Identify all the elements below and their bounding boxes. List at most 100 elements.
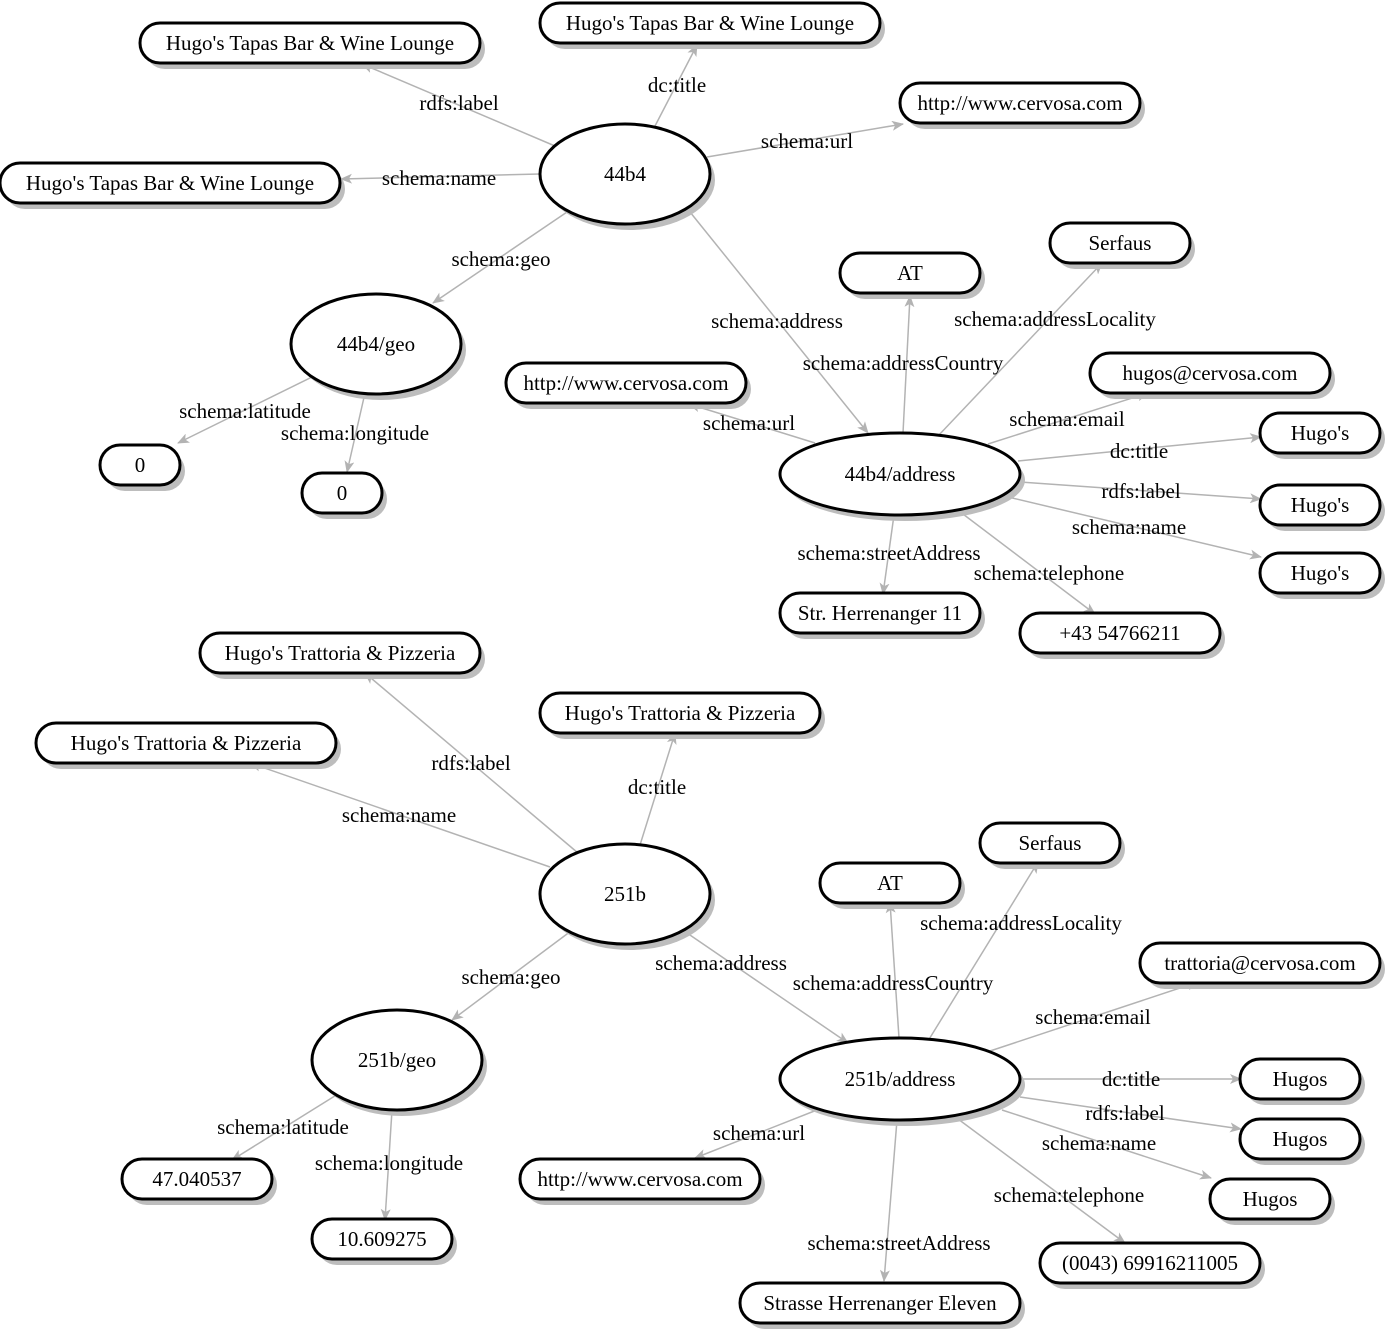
edge-44b4addr-telephone: [954, 507, 1096, 615]
node-label: 44b4/geo: [337, 332, 415, 356]
edge-44b4addr-url: [688, 402, 816, 444]
node-label: 251b: [604, 882, 646, 906]
node-label: AT: [877, 871, 903, 895]
literal-node-251b-dc-title[interactable]: Hugo's Trattoria & Pizzeria: [538, 691, 825, 739]
edge-44b4-url: [706, 120, 904, 158]
node-label: 44b4: [604, 162, 647, 186]
literal-node-251b-name[interactable]: Hugo's Trattoria & Pizzeria: [34, 721, 341, 769]
node-label: Hugo's Trattoria & Pizzeria: [565, 701, 796, 725]
node-label: Hugo's Tapas Bar & Wine Lounge: [166, 31, 454, 55]
literal-node-44b4-name[interactable]: Hugo's Tapas Bar & Wine Lounge: [0, 161, 345, 209]
edge-251baddr-locality: [927, 861, 1039, 1042]
edge-251baddr-name: [1001, 1109, 1212, 1180]
edge-label-name: schema:name: [382, 166, 496, 190]
literal-node-251baddr-url[interactable]: http://www.cervosa.com: [518, 1157, 765, 1205]
literal-node-251b-rdfs-label[interactable]: Hugo's Trattoria & Pizzeria: [198, 631, 485, 679]
edge-44b4-name: [340, 173, 541, 184]
edges-44b4: [177, 44, 1262, 615]
edge-251baddr-country: [885, 901, 900, 1039]
literal-node-251baddr-dctitle[interactable]: Hugos: [1238, 1057, 1365, 1105]
edge-251baddr-street: [879, 1119, 898, 1282]
edge-label-address-country: schema:addressCountry: [793, 971, 994, 995]
edge-44b4addr-rdfs: [1019, 481, 1262, 504]
literal-node-251baddr-name[interactable]: Hugos: [1208, 1177, 1335, 1225]
node-label: (0043) 69916211005: [1062, 1251, 1238, 1275]
node-label: Hugo's: [1291, 421, 1350, 445]
edge-label-rdfs-label: rdfs:label: [431, 751, 510, 775]
edge-label-url: schema:url: [713, 1121, 805, 1145]
edge-label-latitude: schema:latitude: [179, 399, 311, 423]
edge-label-latitude: schema:latitude: [217, 1115, 349, 1139]
edge-label-street-address: schema:streetAddress: [797, 541, 980, 565]
edge-251b-rdfs-label: [364, 672, 579, 854]
literal-node-44b4addr-email[interactable]: hugos@cervosa.com: [1088, 351, 1335, 399]
literal-node-44b4-latitude[interactable]: 0: [98, 443, 185, 491]
edge-251b-name: [249, 761, 551, 868]
literal-node-251baddr-email[interactable]: trattoria@cervosa.com: [1138, 941, 1385, 989]
literal-node-251b-latitude[interactable]: 47.040537: [120, 1157, 277, 1205]
edge-44b4addr-name: [1007, 496, 1262, 560]
node-label: +43 54766211: [1059, 621, 1180, 645]
node-label: Str. Herrenanger 11: [798, 601, 962, 625]
resource-node-251b[interactable]: 251b: [538, 842, 715, 950]
resource-node-251b-geo[interactable]: 251b/geo: [310, 1008, 487, 1116]
node-label: http://www.cervosa.com: [537, 1167, 742, 1191]
literal-node-44b4addr-telephone[interactable]: +43 54766211: [1018, 611, 1225, 659]
edge-label-rdfs-label: rdfs:label: [419, 91, 498, 115]
literal-node-44b4-rdfs-label[interactable]: Hugo's Tapas Bar & Wine Lounge: [138, 21, 485, 69]
node-label: Serfaus: [1019, 831, 1082, 855]
edge-label-email: schema:email: [1009, 407, 1125, 431]
edge-251bgeo-longitude: [380, 1109, 393, 1221]
edge-label-address-country: schema:addressCountry: [803, 351, 1004, 375]
node-label: Serfaus: [1089, 231, 1152, 255]
literal-node-44b4-dc-title[interactable]: Hugo's Tapas Bar & Wine Lounge: [538, 1, 885, 49]
edge-label-address-locality: schema:addressLocality: [920, 911, 1122, 935]
literal-node-44b4-longitude[interactable]: 0: [300, 471, 387, 519]
edge-label-geo: schema:geo: [451, 247, 550, 271]
node-label: Hugo's Trattoria & Pizzeria: [225, 641, 456, 665]
literal-node-44b4addr-street[interactable]: Str. Herrenanger 11: [778, 591, 985, 639]
node-label: Strasse Herrenanger Eleven: [763, 1291, 997, 1315]
literal-node-251baddr-locality[interactable]: Serfaus: [978, 821, 1125, 869]
node-label: Hugo's Tapas Bar & Wine Lounge: [26, 171, 314, 195]
literal-node-44b4addr-name[interactable]: Hugo's: [1258, 551, 1385, 599]
node-label: trattoria@cervosa.com: [1164, 951, 1355, 975]
literal-node-251baddr-street[interactable]: Strasse Herrenanger Eleven: [738, 1281, 1025, 1329]
edge-label-url: schema:url: [761, 129, 853, 153]
literal-node-251b-longitude[interactable]: 10.609275: [310, 1217, 457, 1265]
edge-251b-geo: [451, 930, 572, 1021]
edge-label-longitude: schema:longitude: [281, 421, 429, 445]
edge-44b4-address: [689, 211, 869, 434]
resource-node-251b-address[interactable]: 251b/address: [778, 1036, 1025, 1126]
edge-label-name: schema:name: [1042, 1131, 1156, 1155]
node-label: Hugo's: [1291, 561, 1350, 585]
node-label: hugos@cervosa.com: [1122, 361, 1297, 385]
resource-node-44b4-address[interactable]: 44b4/address: [778, 431, 1025, 521]
literal-node-44b4-url[interactable]: http://www.cervosa.com: [898, 81, 1145, 129]
literal-node-44b4addr-rdfs[interactable]: Hugo's: [1258, 483, 1385, 531]
edge-label-geo: schema:geo: [461, 965, 560, 989]
literal-node-44b4addr-country[interactable]: AT: [838, 251, 985, 299]
edge-label-url: schema:url: [703, 411, 795, 435]
edge-44b4addr-email: [987, 391, 1149, 445]
edge-label-dc-title: dc:title: [1110, 439, 1168, 463]
node-label: http://www.cervosa.com: [917, 91, 1122, 115]
edge-44b4addr-street: [879, 514, 895, 595]
edge-label-name: schema:name: [1072, 515, 1186, 539]
literal-node-44b4addr-url[interactable]: http://www.cervosa.com: [504, 361, 751, 409]
edge-251baddr-rdfs: [1019, 1096, 1242, 1133]
edge-label-rdfs-label: rdfs:label: [1085, 1101, 1164, 1125]
literal-node-44b4addr-locality[interactable]: Serfaus: [1048, 221, 1195, 269]
resource-node-44b4-geo[interactable]: 44b4/geo: [289, 292, 466, 400]
literal-node-251baddr-telephone[interactable]: (0043) 69916211005: [1038, 1241, 1265, 1289]
resource-node-44b4[interactable]: 44b4: [538, 122, 715, 230]
node-label: Hugos: [1273, 1127, 1328, 1151]
edge-label-dc-title: dc:title: [1102, 1067, 1160, 1091]
edge-251bgeo-latitude: [231, 1093, 339, 1161]
node-label: 251b/address: [845, 1067, 956, 1091]
literal-node-251baddr-country[interactable]: AT: [818, 861, 965, 909]
literal-node-251baddr-rdfs[interactable]: Hugos: [1238, 1117, 1365, 1165]
literal-node-44b4addr-dctitle[interactable]: Hugo's: [1258, 411, 1385, 459]
edge-label-email: schema:email: [1035, 1005, 1151, 1029]
